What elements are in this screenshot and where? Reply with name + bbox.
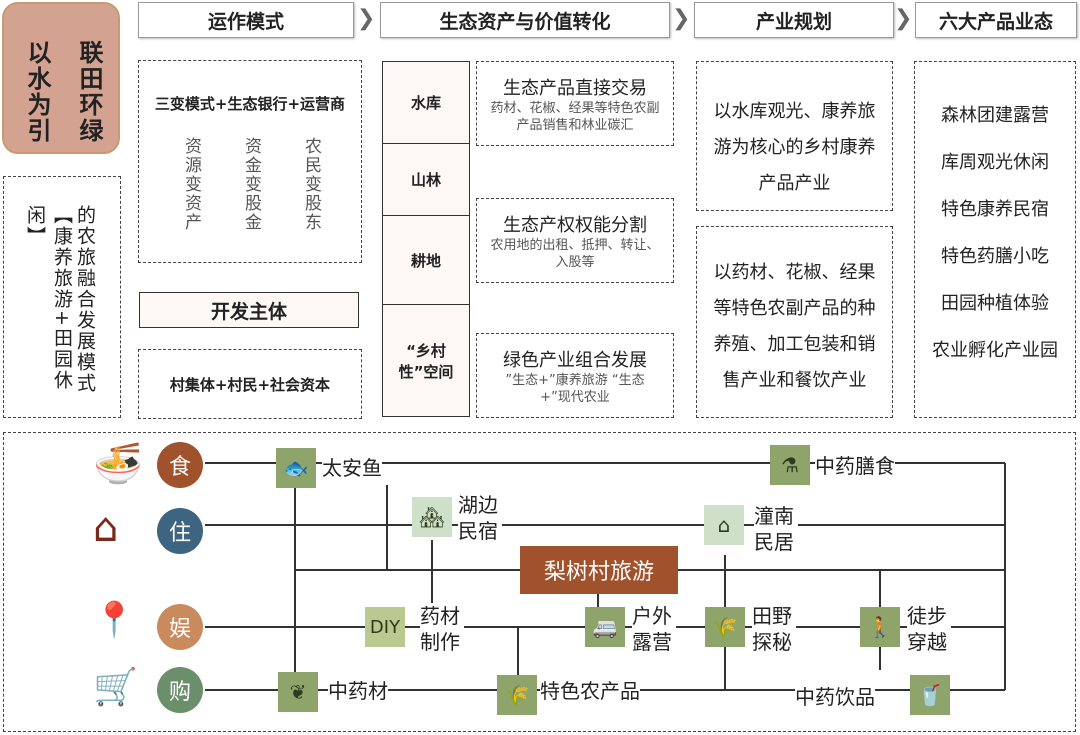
planning-box-1: 以水库观光、康养旅游为核心的乡村康养产品产业 xyxy=(696,61,893,211)
cup-icon: 🥤 xyxy=(910,675,950,715)
product-item: 库周观光休闲 xyxy=(941,152,1049,173)
product-item: 特色康养民宿 xyxy=(941,199,1049,220)
asset-rural-space: “乡村性”空间 xyxy=(382,304,470,417)
hiker-icon: 🚶 xyxy=(860,607,900,647)
wheat-icon: 🌾 xyxy=(497,675,537,715)
conversion-box-1: 生态产品直接交易 药材、花椒、经果等特色农副产品销售和林业碳汇 xyxy=(476,61,674,146)
diy-icon: DIY xyxy=(365,607,405,647)
asset-farmland: 耕地 xyxy=(382,215,470,305)
product-item: 农业孵化产业园 xyxy=(932,340,1058,361)
category-shop: 购 xyxy=(157,667,203,713)
hub-label: 梨树村旅游 xyxy=(520,546,678,594)
dev-value: 村集体+村民+社会资本 xyxy=(169,375,331,394)
title-col2: 联田环绿 xyxy=(75,40,103,144)
change-2: 资金变股金 xyxy=(241,137,261,232)
node-tongnan: 潼南民居 xyxy=(754,503,798,555)
product-item: 田园种植体验 xyxy=(941,293,1049,314)
conversion-desc: ”生态+”康养旅游 “生态+”现代农业 xyxy=(505,373,645,405)
home-icon: ⌂ xyxy=(704,505,744,545)
products-box: 森林团建露营 库周观光休闲 特色康养民宿 特色药膳小吃 田园种植体验 农业孵化产… xyxy=(914,61,1076,418)
title-box: 以水为引 联田环绿 xyxy=(2,2,120,154)
inn-icon: 🏘 xyxy=(412,497,452,537)
conversion-box-3: 绿色产业组合发展 ”生态+”康养旅游 “生态+”现代农业 xyxy=(476,333,674,418)
node-camp: 户外露营 xyxy=(632,603,676,655)
header-products: 六大产品业态 xyxy=(915,2,1077,38)
cart-icon: 🛒 xyxy=(93,667,138,708)
field-icon: 🌾 xyxy=(705,607,745,647)
mode-col1: 【康养旅游+田园休闲】 xyxy=(24,205,73,391)
category-stay: 住 xyxy=(157,508,203,554)
camper-icon: 🚐 xyxy=(585,607,625,647)
chevron-icon: ❯ xyxy=(357,6,376,31)
node-agri: 特色农产品 xyxy=(540,678,640,704)
node-lakeinn: 湖边民宿 xyxy=(458,492,502,544)
product-item: 森林团建露营 xyxy=(941,105,1049,126)
node-hike: 徒步穿越 xyxy=(907,603,951,655)
planning-text: 以水库观光、康养旅游为核心的乡村康养产品产业 xyxy=(713,101,876,194)
mortar-icon: ⚗ xyxy=(770,445,810,485)
conversion-desc: 农用地的出租、抵押、转让、入股等 xyxy=(490,238,660,270)
conversion-box-2: 生态产权权能分割 农用地的出租、抵押、转让、入股等 xyxy=(476,198,674,283)
operation-box: 三变模式+生态银行+运营商 资源变资产 资金变股金 农民变股东 xyxy=(138,60,362,263)
header-planning: 产业规划 xyxy=(694,2,894,38)
conversion-desc: 药材、花椒、经果等特色农副产品销售和林业碳汇 xyxy=(490,101,660,133)
planning-box-2: 以药材、花椒、经果等特色农副产品的种养殖、加工包装和销售产业和餐饮产业 xyxy=(696,226,893,418)
dev-value-box: 村集体+村民+社会资本 xyxy=(138,349,362,419)
title-col1: 以水为引 xyxy=(23,40,51,144)
node-herb: 中药材 xyxy=(328,678,388,704)
chevron-icon: ❯ xyxy=(672,6,691,31)
node-medfood: 中药膳食 xyxy=(815,453,895,479)
network-box xyxy=(3,432,1076,732)
fish-icon: 🐟 xyxy=(276,448,316,488)
header-assets: 生态资产与价值转化 xyxy=(380,2,670,38)
category-food: 食 xyxy=(157,442,203,488)
noodle-bowl-icon: 🍜 xyxy=(93,441,143,487)
mode-col2: 的农旅融合发展模式 xyxy=(74,205,96,394)
node-field: 田野探秘 xyxy=(752,603,796,655)
header-operation: 运作模式 xyxy=(138,2,354,38)
map-pin-icon: 📍 xyxy=(93,600,136,640)
conversion-title: 生态产权权能分割 xyxy=(503,215,647,236)
change-3: 农民变股东 xyxy=(301,137,321,232)
product-item: 特色药膳小吃 xyxy=(941,246,1049,267)
herb-icon: ❦ xyxy=(278,672,318,712)
change-1: 资源变资产 xyxy=(181,137,201,232)
node-fish: 太安鱼 xyxy=(322,455,382,481)
planning-text: 以药材、花椒、经果等特色农副产品的种养殖、加工包装和销售产业和餐饮产业 xyxy=(713,262,876,391)
node-drink: 中药饮品 xyxy=(795,684,875,710)
dev-label: 开发主体 xyxy=(139,292,359,328)
asset-reservoir: 水库 xyxy=(382,61,470,144)
conversion-title: 生态产品直接交易 xyxy=(503,78,647,99)
category-fun: 娱 xyxy=(157,604,203,650)
house-icon: ⌂ xyxy=(93,505,119,551)
mode-box: 【康养旅游+田园休闲】 的农旅融合发展模式 xyxy=(3,176,121,418)
chevron-icon: ❯ xyxy=(894,6,913,31)
conversion-title: 绿色产业组合发展 xyxy=(503,350,647,371)
node-diy: 药材制作 xyxy=(420,603,464,655)
operation-title: 三变模式+生态银行+运营商 xyxy=(154,95,346,113)
